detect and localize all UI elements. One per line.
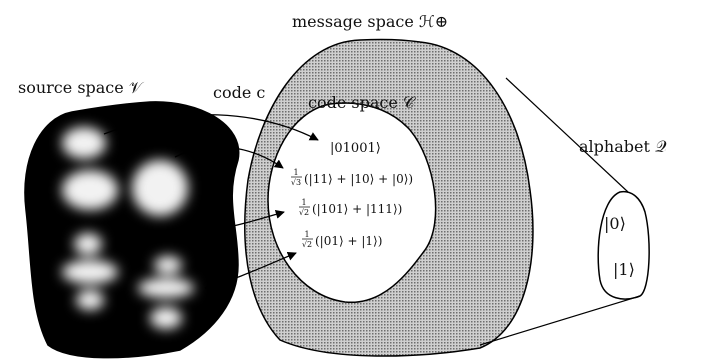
codeword-3: 1 √2 (|101⟩ + |111⟩) (299, 198, 402, 217)
orbital-blob (154, 256, 182, 274)
code-label: code c (213, 83, 265, 102)
code-arrow (174, 146, 284, 169)
message-space-label: message space ℋ⊕ (292, 12, 448, 31)
orbital-blob (74, 233, 102, 255)
orbital-blob (76, 290, 104, 310)
code-arrow (119, 209, 285, 239)
codeword-fraction-den: √3 (291, 178, 301, 187)
projection-line-top (505, 77, 629, 193)
code-arrows (103, 114, 319, 289)
alphabet-region (597, 190, 650, 300)
codeword-1: |01001⟩ (330, 141, 381, 156)
orbital-blob (150, 307, 182, 329)
codeword-text: (|01⟩ + |1⟩) (315, 234, 382, 248)
code-space-label: code space 𝒞 (308, 93, 416, 112)
codeword-fraction-num: 1 (293, 168, 298, 177)
orbital-blob (132, 160, 188, 216)
orbital-blob (62, 260, 118, 284)
codeword-text: (|11⟩ + |10⟩ + |0⟩) (304, 172, 413, 186)
orbital-blob (62, 170, 118, 210)
codeword-fraction-num: 1 (304, 230, 309, 239)
codeword-fraction-den: √2 (299, 208, 309, 217)
alphabet-symbol-0: |0⟩ (604, 214, 626, 233)
source-orbitals (62, 127, 194, 329)
source-space-label: source space 𝒱 (18, 78, 145, 97)
codeword-fraction-den: √2 (302, 240, 312, 249)
alphabet-label: alphabet 𝒬 (579, 137, 667, 156)
codeword-fraction-num: 1 (301, 198, 306, 207)
projection-line-bottom (479, 295, 641, 346)
alphabet-symbol-1: |1⟩ (613, 260, 635, 279)
codeword-2: 1 √3 (|11⟩ + |10⟩ + |0⟩) (291, 168, 413, 187)
code-arrow (204, 251, 297, 289)
codeword-text: (|101⟩ + |111⟩) (312, 202, 402, 216)
source-space-region (24, 101, 240, 359)
orbital-blob (62, 127, 106, 159)
code-space-region (267, 102, 437, 303)
codeword-4: 1 √2 (|01⟩ + |1⟩) (302, 230, 383, 249)
code-arrow (103, 114, 319, 141)
orbital-blob (138, 278, 194, 298)
